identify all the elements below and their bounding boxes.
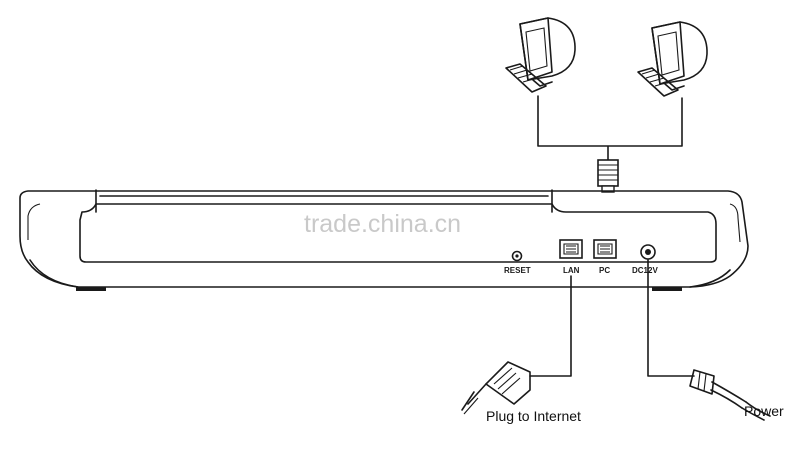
watermark-text: trade.china.cn — [304, 210, 461, 238]
power-cable — [647, 259, 771, 421]
device-body — [19, 189, 749, 291]
pc-port[interactable] — [593, 239, 617, 259]
pc-label: PC — [599, 266, 610, 275]
network-plug — [597, 159, 619, 193]
internet-cable — [461, 275, 572, 415]
reset-button[interactable] — [511, 250, 523, 262]
pc-connection-wire — [537, 95, 683, 161]
dc-power-jack[interactable] — [640, 244, 656, 260]
computer-icon-1 — [505, 17, 576, 93]
internet-callout: Plug to Internet — [486, 408, 581, 424]
reset-label: RESET — [504, 266, 531, 275]
lan-label: LAN — [563, 266, 580, 275]
lan-port[interactable] — [559, 239, 583, 259]
power-callout: Power — [744, 403, 784, 419]
computer-icon-2 — [637, 21, 708, 97]
dc-label: DC12V — [632, 266, 658, 275]
